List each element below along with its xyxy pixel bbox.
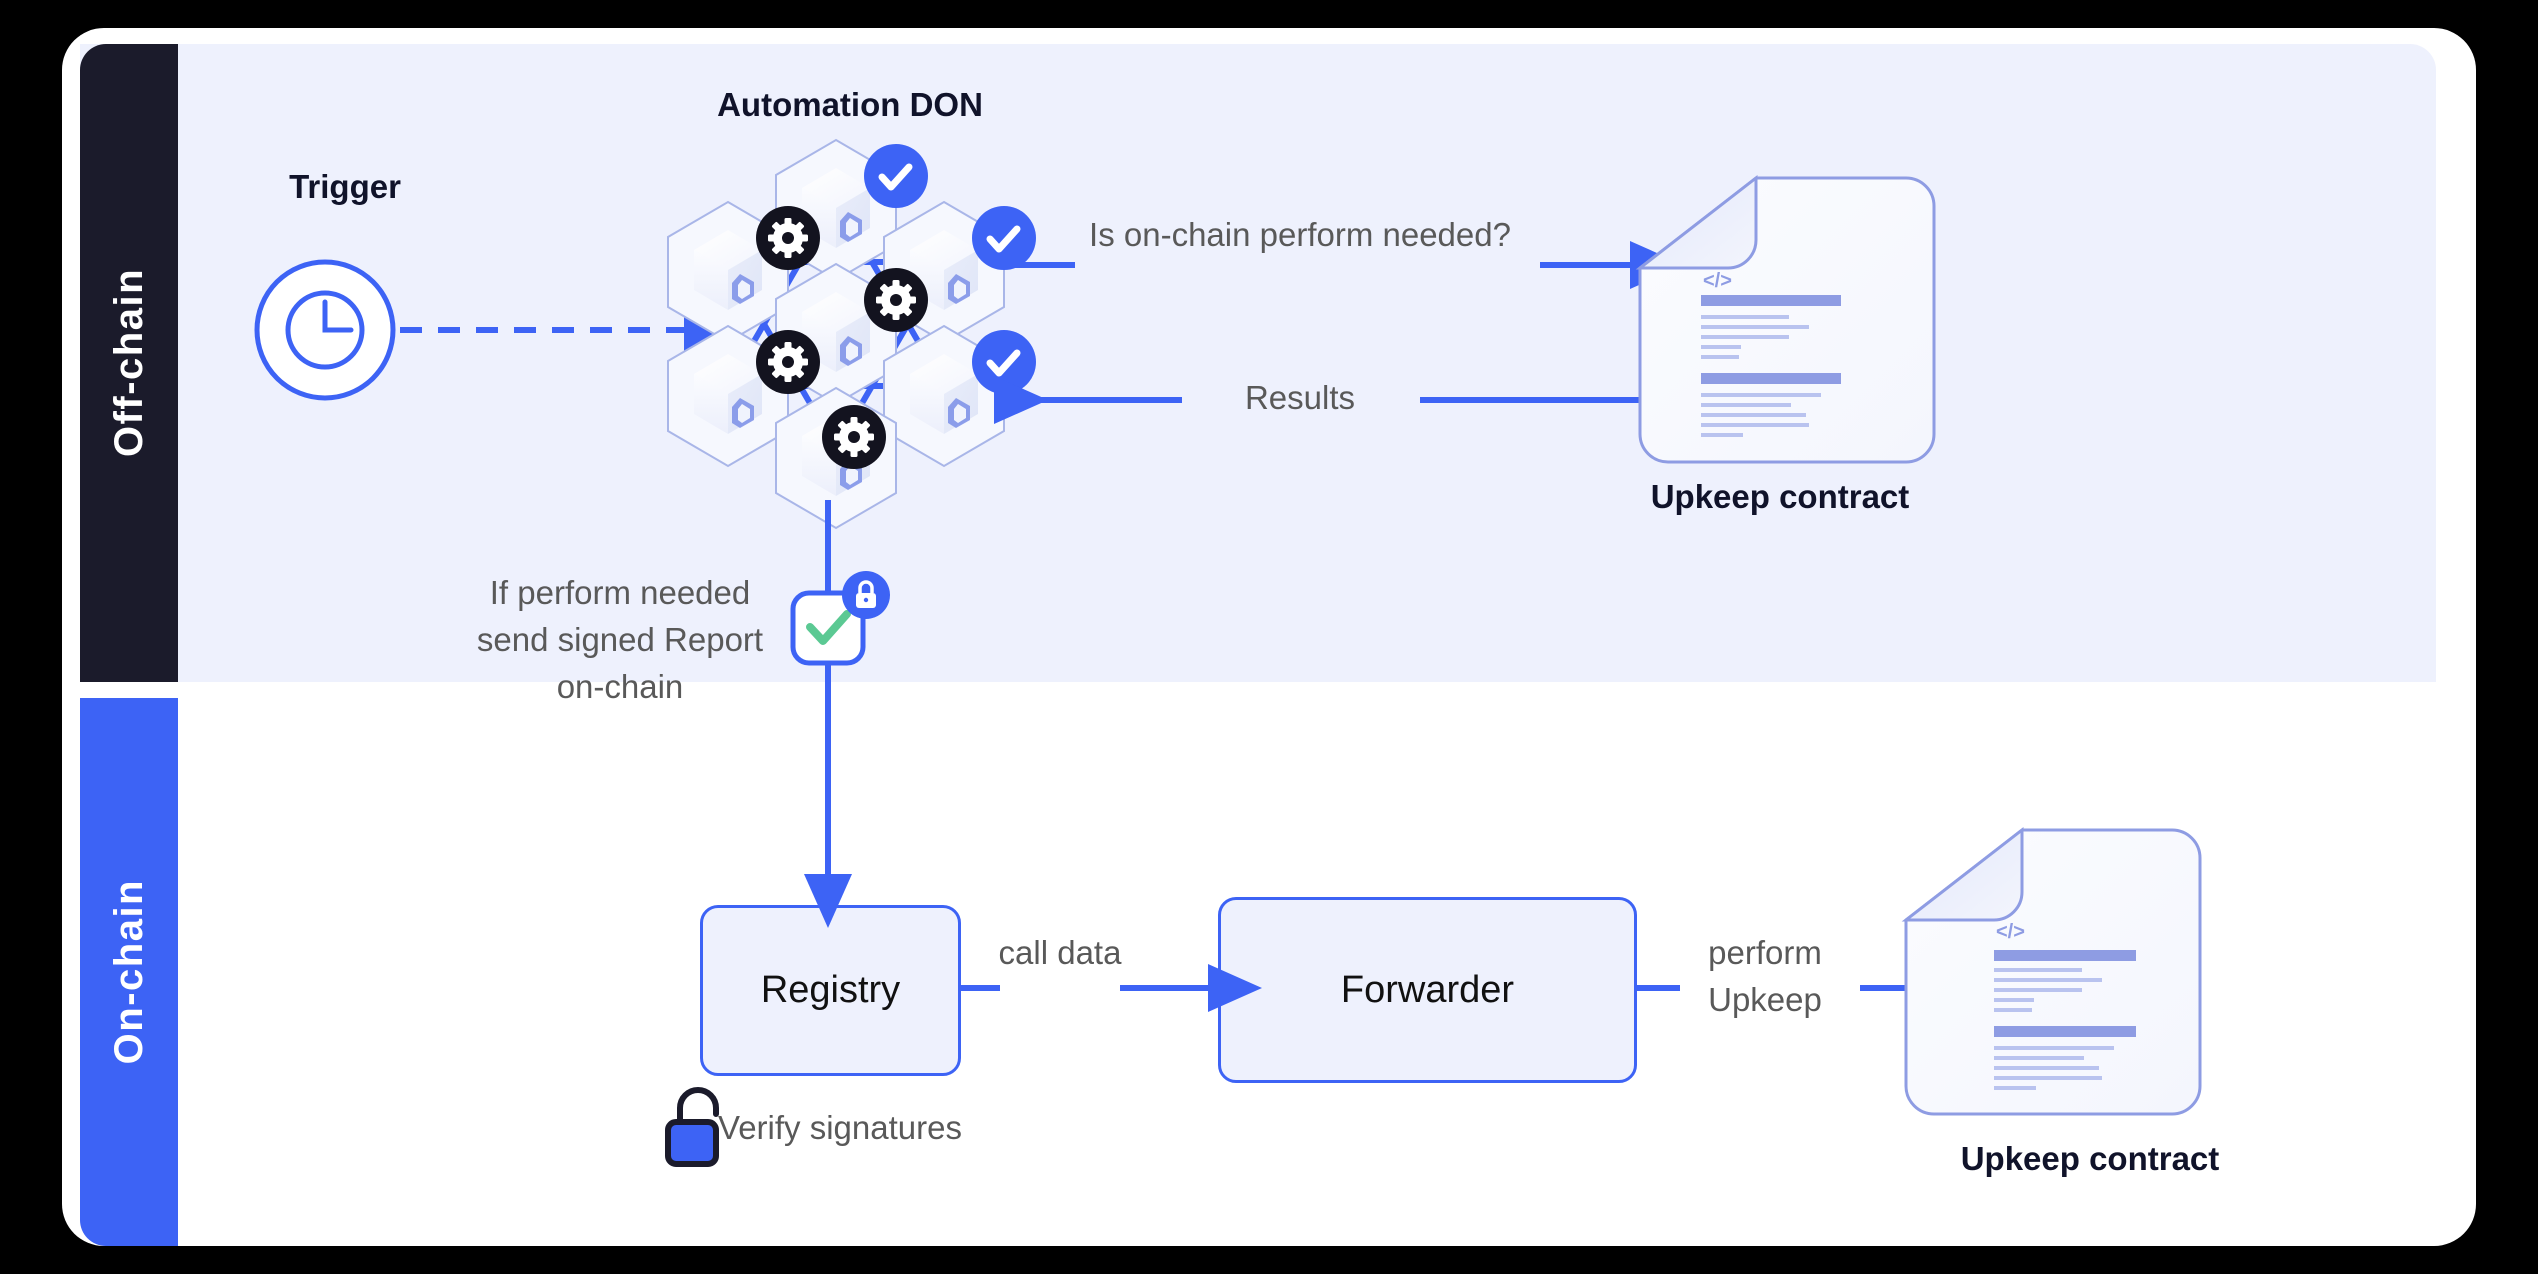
- query-label: Is on-chain perform needed?: [1089, 216, 1511, 253]
- svg-text:</>: </>: [1703, 270, 1732, 292]
- results-label: Results: [1244, 379, 1356, 416]
- lock-icon: [856, 580, 876, 608]
- registry-box[interactable]: Registry: [700, 905, 961, 1076]
- gear-badge: [756, 206, 820, 270]
- verify-signatures-label: Verify signatures: [718, 1109, 962, 1146]
- svg-text:</>: </>: [1996, 921, 2025, 943]
- upkeep-contract-label-offchain: Upkeep contract: [1650, 478, 1910, 515]
- code-document-icon: </>: [1635, 174, 1936, 464]
- perform-upkeep-label: perform Upkeep: [1708, 934, 1822, 1018]
- lane-tab-onchain: On-chain: [80, 698, 178, 1246]
- forwarder-box[interactable]: Forwarder: [1218, 897, 1637, 1083]
- unlocked-padlock-icon: [665, 1087, 719, 1167]
- automation-don-title: Automation DON: [717, 86, 983, 123]
- check-badge: [972, 206, 1036, 270]
- check-badge: [972, 330, 1036, 394]
- lane-tab-offchain: Off-chain: [80, 44, 178, 682]
- upkeep-contract-label-onchain: Upkeep contract: [1960, 1140, 2220, 1177]
- offchain-panel: [80, 44, 2436, 682]
- code-document-icon: </>: [1901, 826, 2202, 1116]
- gear-badge: [864, 268, 928, 332]
- gear-badge: [756, 330, 820, 394]
- signed-report-label: If perform needed send signed Report on-…: [476, 574, 764, 705]
- trigger-title: Trigger: [289, 168, 401, 205]
- gear-badge: [822, 405, 886, 469]
- call-data-label: call data: [998, 934, 1122, 971]
- clock-icon: [254, 259, 396, 401]
- check-square-with-lock-icon: [790, 571, 890, 666]
- check-badge: [864, 144, 928, 208]
